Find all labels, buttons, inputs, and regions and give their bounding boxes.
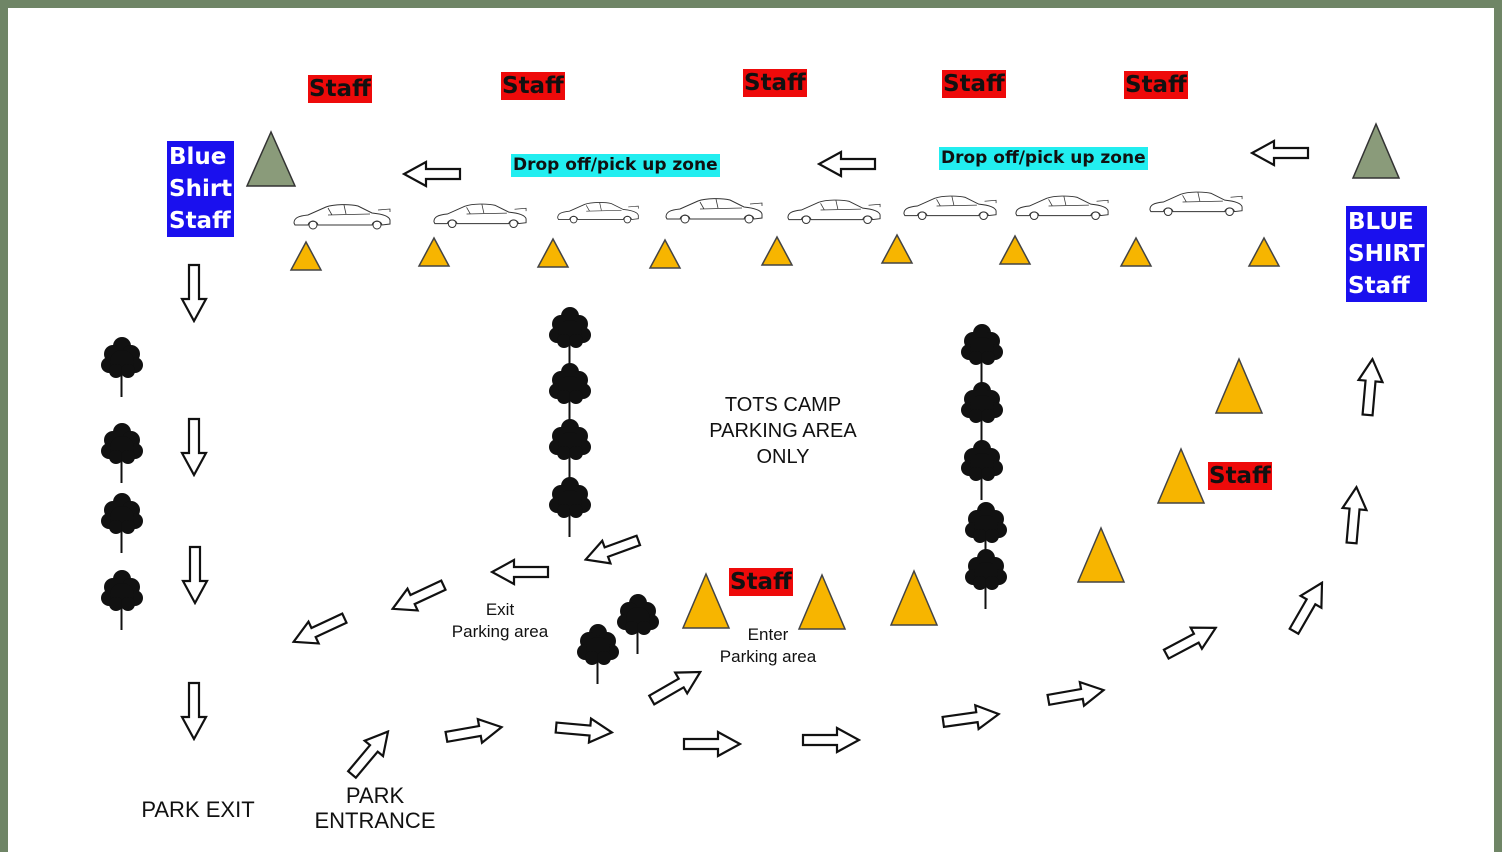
outline-arrow-icon [1282,575,1334,639]
tree-icon [101,337,143,397]
outline-arrow-icon [682,730,742,758]
outline-arrow-icon [1045,677,1107,713]
yellow-triangle-icon [1119,236,1153,267]
yellow-triangle-icon [289,240,323,271]
tree-icon [617,594,659,654]
tree-icon [101,493,143,553]
park-entrance-label: PARK ENTRANCE [314,783,436,834]
blue-shirt-staff-left: Blue Shirt Staff [167,141,235,237]
outline-arrow-icon [181,545,209,605]
yellow-triangle-icon [417,236,451,267]
blue-shirt-line: Shirt [167,173,235,205]
outline-arrow-icon [801,726,861,754]
park-exit-label: PARK EXIT [141,797,255,822]
outline-arrow-icon [817,150,877,178]
outline-arrow-icon [180,263,208,323]
blue-shirt-staff-right: BLUE SHIRT Staff [1346,206,1427,302]
outline-arrow-icon [553,714,615,746]
yellow-triangle-icon [998,234,1032,265]
drop-off-zone-label: Drop off/pick up zone [939,147,1148,170]
staff-label: Staff [1208,462,1272,490]
tree-icon [961,440,1003,500]
tree-icon [577,624,619,684]
car-icon [787,199,881,224]
yellow-triangle-icon [1214,357,1264,414]
outline-arrow-icon [580,528,644,572]
outline-arrow-icon [180,417,208,477]
gray-triangle-icon [245,130,297,187]
outline-arrow-icon [1338,484,1370,546]
tree-icon [965,549,1007,609]
exit-parking-label: Exit Parking area [451,600,549,642]
car-icon [1015,195,1109,220]
staff-label: Staff [501,72,565,100]
car-icon [293,204,391,230]
enter-parking-label: Enter Parking area [719,625,817,667]
yellow-triangle-icon [889,569,939,626]
yellow-triangle-icon [760,235,794,266]
outline-arrow-icon [940,701,1002,735]
staff-label: Staff [308,75,372,103]
car-icon [665,198,763,224]
outline-arrow-icon [443,714,505,750]
tree-icon [549,307,591,367]
blue-shirt-line: SHIRT [1346,238,1427,270]
tree-icon [549,363,591,423]
staff-label: Staff [729,568,793,596]
tree-icon [549,419,591,479]
outline-arrow-icon [644,660,708,712]
outline-arrow-icon [490,558,550,586]
tree-icon [101,423,143,483]
outline-arrow-icon [341,722,399,784]
yellow-triangle-icon [1076,526,1126,583]
tree-icon [549,477,591,537]
tree-icon [961,324,1003,384]
outline-arrow-icon [1354,356,1386,418]
car-icon [557,201,639,224]
outline-arrow-icon [1159,616,1223,666]
yellow-triangle-icon [648,238,682,269]
gray-triangle-icon [1351,122,1401,179]
blue-shirt-line: BLUE [1346,206,1427,238]
tree-icon [101,570,143,630]
outline-arrow-icon [287,606,351,654]
car-icon [903,195,997,220]
parking-flow-map [101,122,1401,784]
blue-shirt-line: Blue [167,141,235,173]
staff-label: Staff [942,70,1006,98]
car-icon [433,203,527,228]
yellow-triangle-icon [536,237,570,268]
outline-arrow-icon [1250,139,1310,167]
staff-label: Staff [743,69,807,97]
yellow-triangle-icon [1247,236,1281,267]
outline-arrow-icon [180,681,208,741]
yellow-triangle-icon [1156,447,1206,504]
parking-diagram-canvas: Staff Staff Staff Staff Staff Staff Staf… [8,8,1494,852]
staff-label: Staff [1124,71,1188,99]
yellow-triangle-icon [880,233,914,264]
yellow-triangle-icon [681,572,731,629]
yellow-triangle-icon [797,573,847,630]
blue-shirt-line: Staff [1346,270,1427,302]
camp-parking-area-label: TOTS CAMP PARKING AREA ONLY [709,394,857,468]
tree-icon [961,382,1003,442]
car-icon [1149,191,1243,216]
drop-off-zone-label: Drop off/pick up zone [511,154,720,177]
blue-shirt-line: Staff [167,205,235,237]
outline-arrow-icon [402,160,462,188]
